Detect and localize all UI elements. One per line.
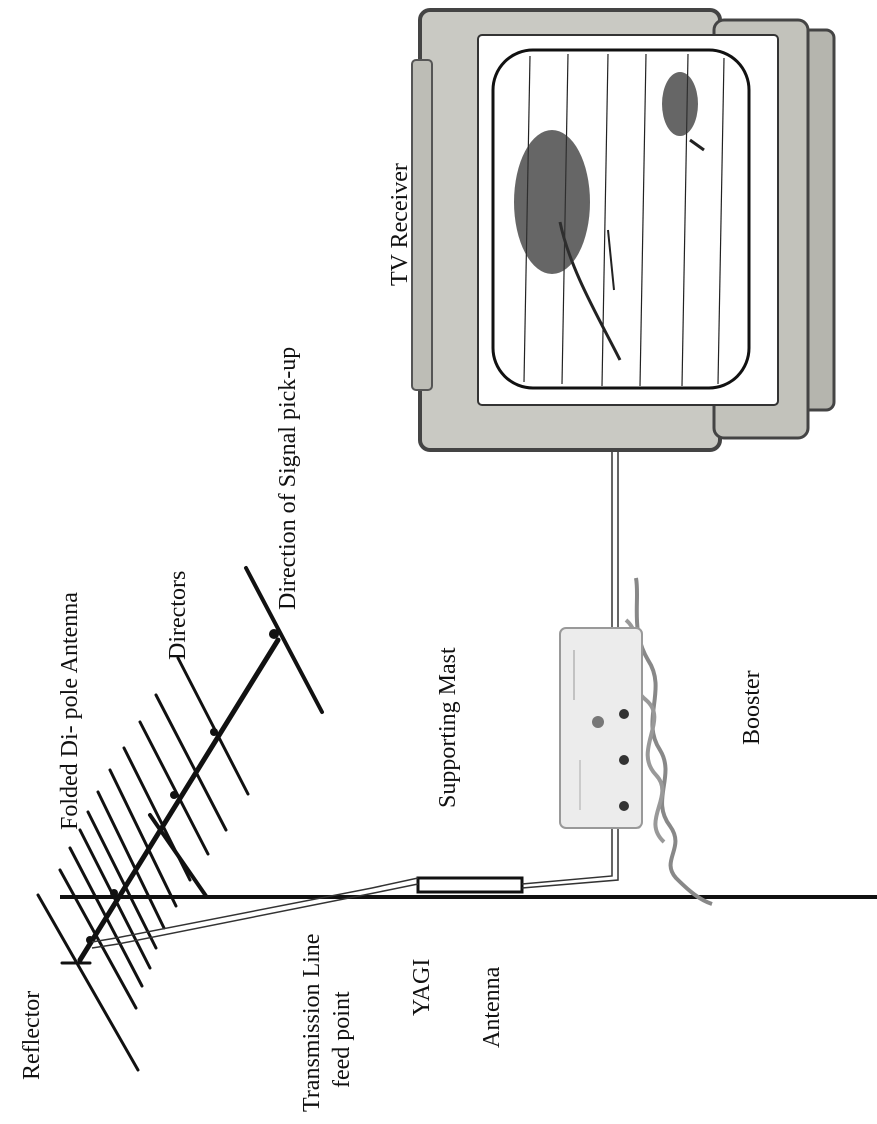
transmission-line-label: Transmission Line xyxy=(300,934,324,1112)
booster-label: Booster xyxy=(740,670,764,745)
direction-label: Direction of Signal pick-up xyxy=(276,347,300,610)
yagi-label: YAGI xyxy=(410,959,434,1016)
directors-label: Directors xyxy=(166,571,190,660)
feed-point-label: feed point xyxy=(330,991,354,1088)
folded-dipole-label: Folded Di- pole Antenna xyxy=(58,592,82,830)
supporting-mast-label: Supporting Mast xyxy=(436,647,460,808)
antenna-label: Antenna xyxy=(480,967,504,1048)
reflector-label: Reflector xyxy=(20,991,44,1080)
tv-receiver-label: TV Receiver xyxy=(388,163,412,286)
